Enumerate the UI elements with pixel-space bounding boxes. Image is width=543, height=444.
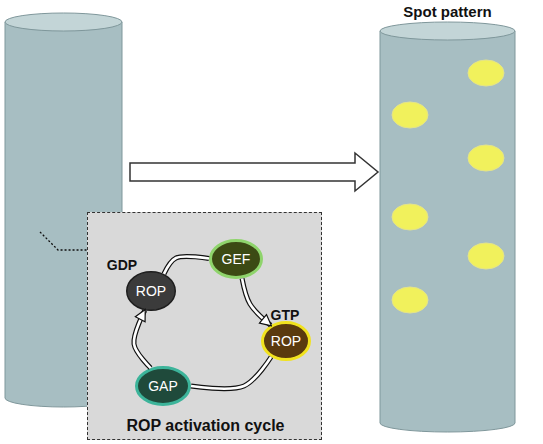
tube-body <box>5 22 122 407</box>
state-label: GTP <box>271 308 300 322</box>
rop-gtp-node: GTPROP <box>261 321 311 361</box>
node-ellipse <box>137 368 190 405</box>
tube-opening <box>5 13 122 31</box>
active-spot <box>468 60 504 86</box>
gef-node-outline <box>209 239 263 279</box>
arrow-core <box>164 256 209 273</box>
node-ellipse <box>263 323 310 360</box>
reaction-arrow <box>164 256 209 273</box>
active-spot <box>468 145 504 171</box>
protein-label: ROP <box>136 284 166 298</box>
node-ellipse <box>127 272 176 311</box>
protein-label: ROP <box>271 334 301 348</box>
arrow-core <box>191 357 271 389</box>
rop-gdp-node: GDPROP <box>126 271 176 311</box>
zoom-leader-line <box>40 232 87 250</box>
rop-gtp-node-outline <box>261 321 311 361</box>
reaction-arrow <box>191 357 271 389</box>
reaction-arrow <box>242 278 271 325</box>
active-spot <box>392 204 428 230</box>
spot-tube-outline <box>380 22 515 432</box>
arrow-outline <box>191 357 271 389</box>
protein-label: GAP <box>148 379 178 393</box>
arrow-outline <box>134 310 151 368</box>
tube-body <box>380 31 515 432</box>
inset-box: ROP activation cycleGDPROPGEFGTPROPGAP <box>87 212 322 440</box>
inset-caption: ROP activation cycle <box>127 418 285 434</box>
gap-node-outline <box>135 366 191 406</box>
arrow-outline <box>164 256 209 273</box>
gef-node: GEF <box>209 239 263 279</box>
state-label: GDP <box>107 258 137 272</box>
arrow-core <box>242 278 271 325</box>
gap-node: GAP <box>135 366 191 406</box>
active-spot <box>468 243 504 269</box>
reaction-arrow <box>134 310 151 368</box>
arrow-outline <box>242 278 271 325</box>
active-spot <box>392 102 428 128</box>
active-spot <box>392 287 428 313</box>
rop-gdp-node-outline <box>126 271 176 311</box>
transition-arrow <box>130 153 378 191</box>
left-tube <box>5 13 122 407</box>
spot-tube: Spot pattern <box>380 22 515 432</box>
protein-label: GEF <box>222 252 251 266</box>
arrow-core <box>134 310 151 368</box>
panel-title: Spot pattern <box>403 4 491 19</box>
node-ellipse <box>211 241 262 278</box>
tube-opening <box>380 22 515 40</box>
